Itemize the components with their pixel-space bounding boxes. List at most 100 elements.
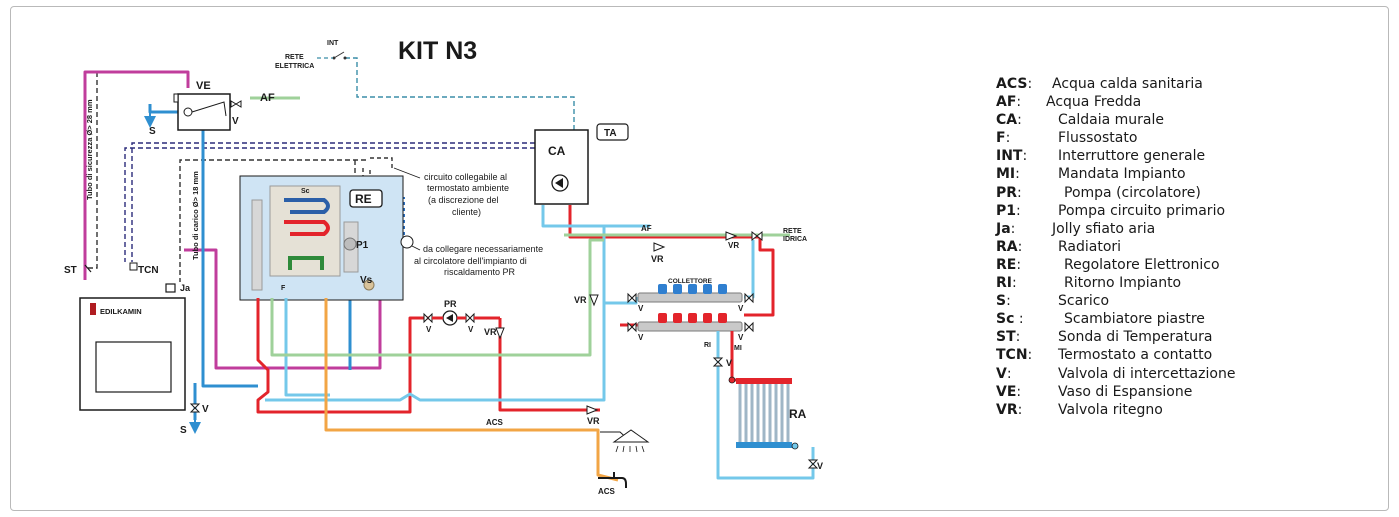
legend-code: S bbox=[996, 293, 1007, 310]
legend-row: RE: Regolatore Elettronico bbox=[996, 256, 1376, 274]
ja-label: Ja bbox=[180, 283, 191, 293]
ve-label: VE bbox=[196, 80, 211, 92]
tcn-label: TCN bbox=[138, 265, 159, 276]
vs-label: Vs bbox=[360, 275, 373, 286]
legend-code: MI bbox=[996, 166, 1016, 183]
legend-separator: : bbox=[1027, 347, 1033, 364]
check-valve-left bbox=[589, 294, 599, 307]
tap-symbol bbox=[598, 472, 627, 488]
v-top-label: V bbox=[232, 116, 239, 127]
rete-elettrica-label-1: RETE bbox=[285, 54, 304, 61]
legend-description: Valvola di intercettazione bbox=[1058, 365, 1236, 382]
v-ra-label: V bbox=[817, 461, 823, 471]
legend-separator: : bbox=[1015, 166, 1020, 183]
kit-panel bbox=[239, 175, 404, 301]
legend-code: AF bbox=[996, 94, 1017, 111]
v-pr-right-label: V bbox=[468, 325, 474, 334]
valve-mi bbox=[712, 357, 724, 367]
valve-af-top bbox=[230, 100, 242, 108]
ri-label: RI bbox=[704, 342, 711, 349]
legend-separator: : bbox=[1006, 365, 1012, 382]
tubo-carico-label: Tubo di carico Ø> 18 mm bbox=[191, 171, 200, 260]
legend-row: MI: Mandata Impianto bbox=[996, 165, 1376, 183]
legend-description: Radiatori bbox=[1058, 238, 1122, 255]
legend-code: CA bbox=[996, 112, 1018, 129]
legend-description: Interruttore generale bbox=[1058, 148, 1206, 165]
af-right-label: AF bbox=[641, 224, 652, 233]
legend-description: Mandata Impianto bbox=[1058, 166, 1186, 183]
af-top-label: AF bbox=[260, 92, 275, 104]
check-valve-pr bbox=[495, 327, 505, 340]
legend-description: Acqua Fredda bbox=[1046, 94, 1142, 111]
tcn-sensor bbox=[129, 262, 138, 271]
legend-description: Regolatore Elettronico bbox=[1064, 256, 1220, 273]
panel-pipe-connections bbox=[256, 298, 328, 310]
legend-row: S:Scarico bbox=[996, 292, 1376, 310]
legend-row: ST:Sonda di Temperatura bbox=[996, 328, 1376, 346]
brand-label: EDILKAMIN bbox=[100, 307, 142, 316]
circuit-note-3: (a discrezione del bbox=[428, 195, 499, 205]
legend-separator: : bbox=[1010, 220, 1016, 237]
legend-separator: : bbox=[1016, 383, 1022, 400]
collettore-valves bbox=[627, 292, 754, 333]
legend-row: V: Valvola di intercettazione bbox=[996, 365, 1376, 383]
p1-label: P1 bbox=[356, 240, 369, 251]
legend-row: P1:Pompa circuito primario bbox=[996, 202, 1376, 220]
legend-row: Ja:Jolly sfiato aria bbox=[996, 220, 1376, 238]
legend-separator: : bbox=[1017, 112, 1022, 129]
legend-row: AF: Acqua Fredda bbox=[996, 93, 1376, 111]
shower-symbol bbox=[600, 429, 650, 453]
legend-separator: : bbox=[1017, 401, 1023, 418]
legend-code: RI bbox=[996, 275, 1012, 292]
v-bottom-label: V bbox=[202, 404, 209, 415]
legend-code: RE bbox=[996, 256, 1017, 273]
mi-label: MI bbox=[734, 345, 742, 352]
legend-code: ACS bbox=[996, 76, 1028, 92]
re-box bbox=[349, 189, 383, 208]
s-bottom-label: S bbox=[180, 425, 187, 436]
legend-description: Jolly sfiato aria bbox=[1052, 220, 1156, 237]
legend-description: Sonda di Temperatura bbox=[1058, 329, 1213, 346]
legend-separator: : bbox=[1027, 76, 1033, 92]
legend-separator: : bbox=[1005, 130, 1011, 147]
v-coll-3-label: V bbox=[638, 333, 644, 342]
legend-description: Scarico bbox=[1058, 293, 1110, 310]
legend-separator: : bbox=[1016, 202, 1021, 219]
rete-elettrica-label-2: ELETTRICA bbox=[275, 63, 314, 70]
legend-row: VR:Valvola ritegno bbox=[996, 401, 1376, 419]
vr-top-label: VR bbox=[651, 254, 664, 264]
legend-code: ST bbox=[996, 329, 1016, 346]
ta-label: TA bbox=[604, 128, 617, 139]
legend-separator: : bbox=[1016, 256, 1022, 273]
legend-code: RA bbox=[996, 238, 1018, 255]
legend-description: Pompa circuito primario bbox=[1058, 202, 1226, 219]
legend-row: ACS:Acqua calda sanitaria bbox=[996, 75, 1376, 93]
legend-row: CA:Caldaia murale bbox=[996, 111, 1376, 129]
legend-code: TCN bbox=[996, 347, 1028, 364]
legend-row: Sc :Scambiatore piastre bbox=[996, 310, 1376, 328]
circuit-note-2: termostato ambiente bbox=[427, 183, 509, 193]
ta-box bbox=[596, 123, 629, 141]
vr-af-label: VR bbox=[728, 241, 739, 250]
f-label: F bbox=[281, 285, 286, 292]
pump-note-3: riscaldamento PR bbox=[444, 267, 516, 277]
circuit-note-4: cliente) bbox=[452, 207, 481, 217]
legend-description: Valvola ritegno bbox=[1058, 401, 1163, 418]
legend-row: RA:Radiatori bbox=[996, 238, 1376, 256]
legend-description: Flussostato bbox=[1058, 130, 1138, 147]
legend-code: PR bbox=[996, 184, 1018, 201]
legend-separator: : bbox=[1012, 275, 1017, 292]
legend-code: V bbox=[996, 365, 1007, 382]
circuit-note-1: circuito collegabile al bbox=[424, 172, 507, 182]
pump-connection-symbol bbox=[400, 235, 414, 249]
collettore-label: COLLETTORE bbox=[668, 278, 713, 285]
ra-label: RA bbox=[789, 407, 807, 421]
st-label: ST bbox=[64, 265, 77, 276]
legend-code: Sc bbox=[996, 311, 1015, 328]
legend-row: F:Flussostato bbox=[996, 129, 1376, 147]
legend-separator: : bbox=[1016, 94, 1022, 111]
v-mi-label: V bbox=[726, 358, 732, 368]
legend-row: VE:Vaso di Espansione bbox=[996, 383, 1376, 401]
